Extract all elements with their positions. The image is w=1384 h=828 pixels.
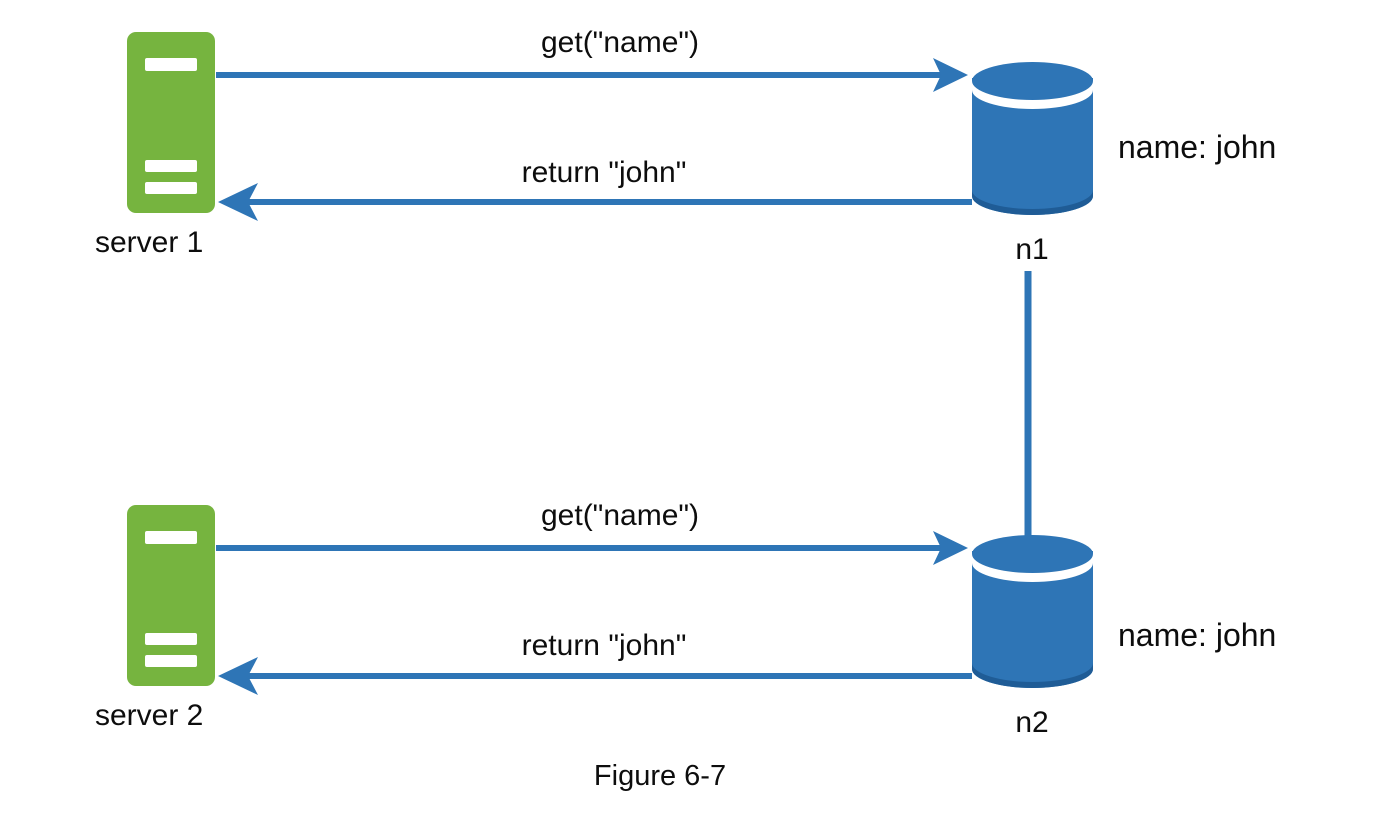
server-2-bar-bottom (145, 655, 197, 667)
row-2-request-arrow[interactable] (216, 531, 968, 565)
database-n1-value: name: john (1118, 129, 1276, 165)
database-n1-neck-gap-2 (972, 86, 1093, 109)
row-1-request-arrowhead (933, 58, 968, 92)
row-2-group: server 2 get("name") return "john" (95, 499, 1276, 739)
database-n1-icon[interactable] (972, 62, 1093, 215)
server-1-bar-bottom (145, 182, 197, 194)
row-1-group: server 1 get("name") return "john" (95, 26, 1276, 266)
database-n2-label: n2 (1015, 706, 1048, 739)
row-1-request-arrow[interactable] (216, 58, 968, 92)
database-n2-icon[interactable] (972, 535, 1093, 688)
database-n2-neck-gap (972, 554, 1093, 580)
row-2-request-arrowhead (933, 531, 968, 565)
database-n1-bottom-rim (972, 190, 1093, 215)
database-n1-body (972, 78, 1093, 215)
server-2-icon[interactable] (127, 505, 215, 686)
database-n2-top (972, 535, 1093, 573)
row-2-response-arrowhead (218, 657, 258, 695)
server-1-icon[interactable] (127, 32, 215, 213)
figure-caption: Figure 6-7 (594, 760, 726, 792)
row-2-request-label: get("name") (541, 499, 699, 532)
database-n1-label: n1 (1015, 233, 1048, 266)
database-n1-neck-gap (972, 81, 1093, 107)
database-n1-top (972, 62, 1093, 100)
row-2-response-label: return "john" (522, 629, 687, 662)
database-n2-body (972, 551, 1093, 688)
server-2-bar-middle (145, 633, 197, 645)
server-2-label: server 2 (95, 699, 203, 732)
server-1-label: server 1 (95, 226, 203, 259)
database-n2-bottom-rim (972, 663, 1093, 688)
server-2-bar-top (145, 531, 197, 544)
row-1-request-label: get("name") (541, 26, 699, 59)
server-1-bar-top (145, 58, 197, 71)
row-1-response-label: return "john" (522, 156, 687, 189)
row-1-response-arrow[interactable] (218, 183, 972, 221)
server-1-bar-middle (145, 160, 197, 172)
row-2-response-arrow[interactable] (218, 657, 972, 695)
database-n2-neck-gap-2 (972, 559, 1093, 582)
database-n2-value: name: john (1118, 617, 1276, 653)
row-1-response-arrowhead (218, 183, 258, 221)
